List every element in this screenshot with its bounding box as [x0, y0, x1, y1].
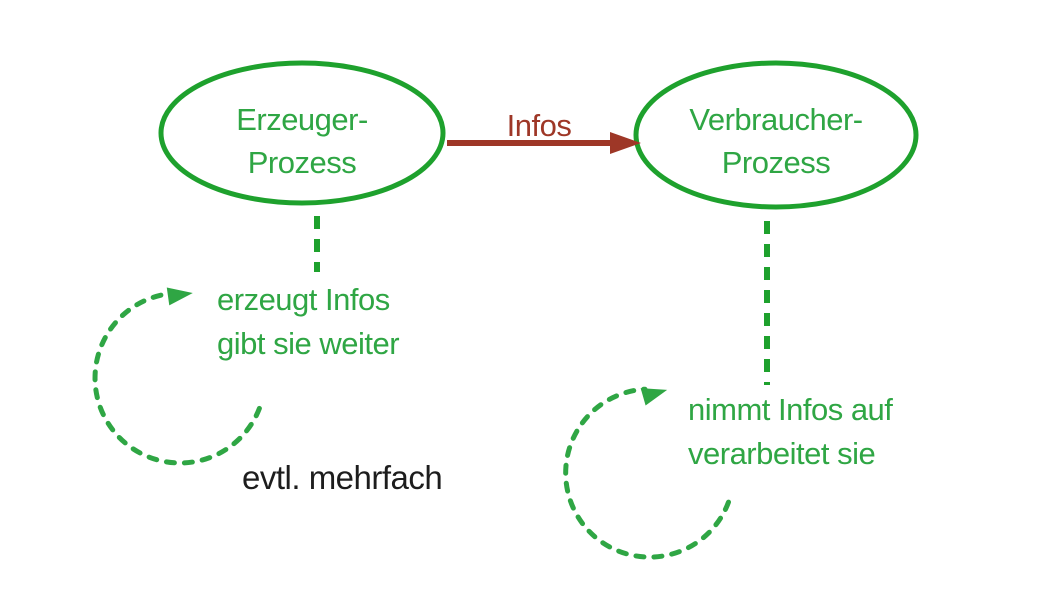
consumer-process-node: Verbraucher- Prozess — [633, 60, 919, 210]
producer-loop-arrow-head-icon — [166, 287, 193, 306]
producer-process-node: Erzeuger- Prozess — [158, 60, 446, 206]
producer-activity-line2: gibt sie weiter — [217, 326, 399, 361]
consumer-loop-arc — [563, 386, 731, 560]
consumer-label-line2: Prozess — [722, 145, 830, 180]
consumer-activity-line2: verarbeitet sie — [688, 436, 875, 471]
consumer-activity-line1: nimmt Infos auf — [688, 392, 893, 427]
producer-ellipse — [158, 60, 446, 206]
producer-activity-line1: erzeugt Infos — [217, 282, 390, 317]
consumer-label-line1: Verbraucher- — [689, 102, 862, 137]
consumer-loop-arrow-icon — [563, 386, 731, 560]
consumer-ellipse — [633, 60, 919, 210]
consumer-loop-arrow-head-icon — [640, 388, 668, 406]
arrow-head-icon — [610, 132, 641, 154]
repetition-note: evtl. mehrfach — [242, 459, 442, 496]
producer-activity-note: erzeugt Infos gibt sie weiter — [217, 282, 400, 361]
producer-label-line1: Erzeuger- — [236, 102, 368, 137]
producer-loop-arc — [92, 290, 262, 466]
consumer-activity-note: nimmt Infos auf verarbeitet sie — [688, 392, 894, 471]
info-flow-arrow: Infos — [447, 108, 641, 154]
producer-loop-arrow-icon — [92, 287, 262, 466]
info-flow-label: Infos — [507, 108, 572, 143]
producer-label-line2: Prozess — [248, 145, 356, 180]
